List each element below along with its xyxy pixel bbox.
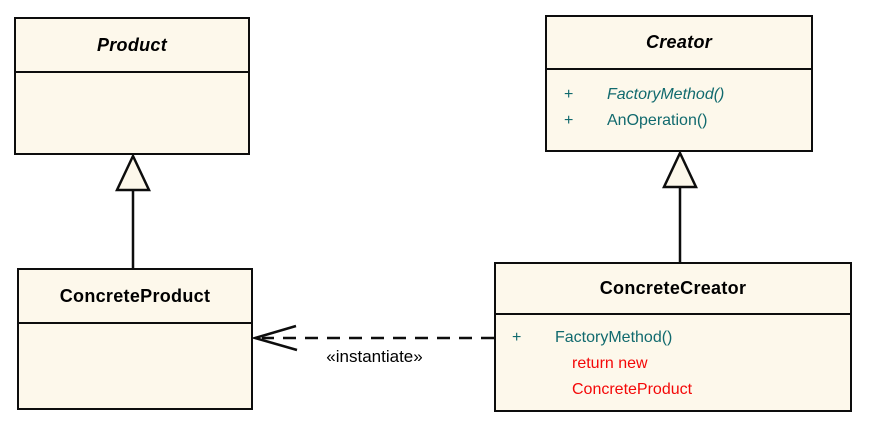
method-name: FactoryMethod() xyxy=(555,329,673,346)
method-name: FactoryMethod() xyxy=(607,86,725,103)
method-note-line: return new xyxy=(572,355,648,372)
class-box-creator: Creator + FactoryMethod() + AnOperation(… xyxy=(545,15,813,152)
method-visibility: + xyxy=(564,112,574,129)
class-box-product: Product xyxy=(14,17,250,155)
class-name-product: Product xyxy=(16,19,248,73)
method-note-line: ConcreteProduct xyxy=(572,381,693,398)
generalization-arrow-creator xyxy=(662,150,698,264)
method-anoperation: + AnOperation() xyxy=(564,108,811,134)
class-body-concrete-product xyxy=(19,324,251,408)
method-factorymethod-impl: + FactoryMethod() xyxy=(512,325,850,351)
class-body-concrete-creator: + FactoryMethod() return new ConcretePro… xyxy=(496,315,850,403)
class-name-creator: Creator xyxy=(547,17,811,70)
class-name-concrete-creator: ConcreteCreator xyxy=(496,264,850,315)
class-body-product xyxy=(16,73,248,153)
class-name-concrete-product: ConcreteProduct xyxy=(19,270,251,324)
class-body-creator: + FactoryMethod() + AnOperation() xyxy=(547,70,811,134)
method-name: AnOperation() xyxy=(607,112,708,129)
method-visibility: + xyxy=(564,86,574,103)
instantiate-dashed-arrow xyxy=(250,324,494,352)
class-box-concrete-creator: ConcreteCreator + FactoryMethod() return… xyxy=(494,262,852,412)
instantiate-edge-label: «instantiate» xyxy=(326,347,423,366)
class-box-concrete-product: ConcreteProduct xyxy=(17,268,253,410)
generalization-arrow-product xyxy=(115,153,151,270)
method-factorymethod-abstract: + FactoryMethod() xyxy=(564,82,811,108)
method-visibility: + xyxy=(512,329,522,346)
